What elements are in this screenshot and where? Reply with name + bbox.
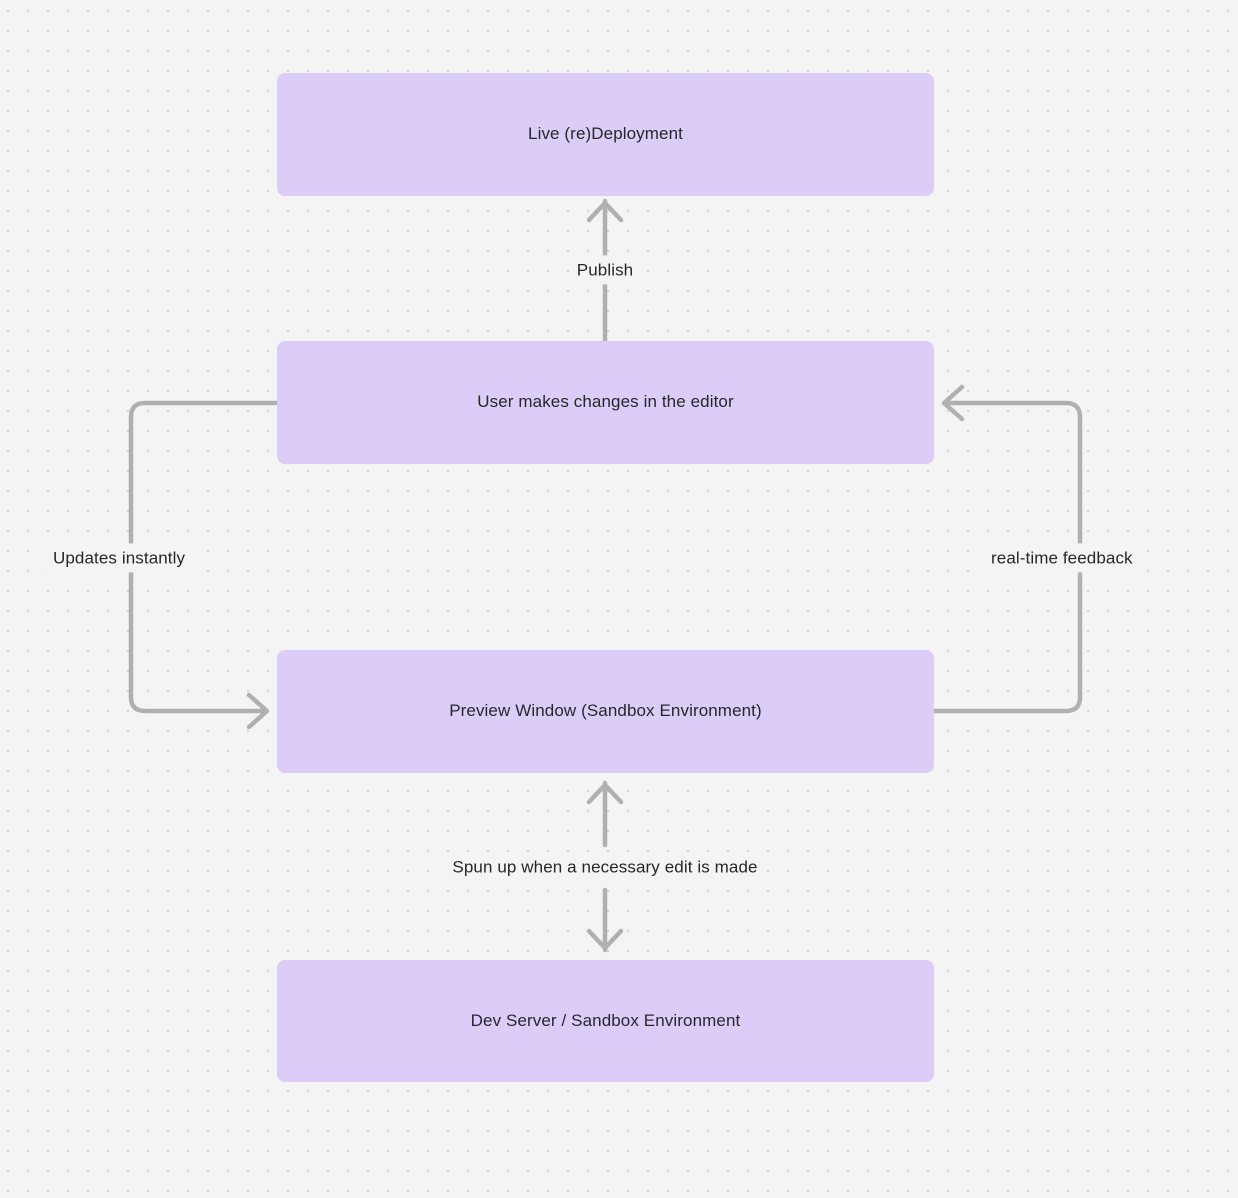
node-label: Live (re)Deployment — [528, 124, 683, 144]
node-preview-window[interactable]: Preview Window (Sandbox Environment) — [277, 650, 934, 773]
edge-label-text: Updates instantly — [53, 548, 186, 568]
node-user-edits[interactable]: User makes changes in the editor — [277, 341, 934, 464]
edge-spun-up-upward — [586, 780, 624, 848]
edge-label-real-time-feedback: real-time feedback — [985, 543, 1139, 573]
node-label: Dev Server / Sandbox Environment — [470, 1010, 741, 1030]
edge-label-spun-up: Spun up when a necessary edit is made — [446, 852, 764, 882]
edge-label-publish: Publish — [570, 255, 640, 285]
edge-label-text: Spun up when a necessary edit is made — [452, 857, 758, 877]
node-live-deployment[interactable]: Live (re)Deployment — [277, 73, 934, 196]
edge-label-updates-instantly: Updates instantly — [47, 543, 192, 573]
edge-label-text: real-time feedback — [991, 548, 1133, 568]
node-label: User makes changes in the editor — [477, 392, 734, 412]
node-dev-server[interactable]: Dev Server / Sandbox Environment — [277, 960, 934, 1082]
edge-label-text: Publish — [576, 260, 634, 280]
edge-spun-up-downward — [586, 887, 624, 953]
node-label: Preview Window (Sandbox Environment) — [449, 701, 762, 721]
